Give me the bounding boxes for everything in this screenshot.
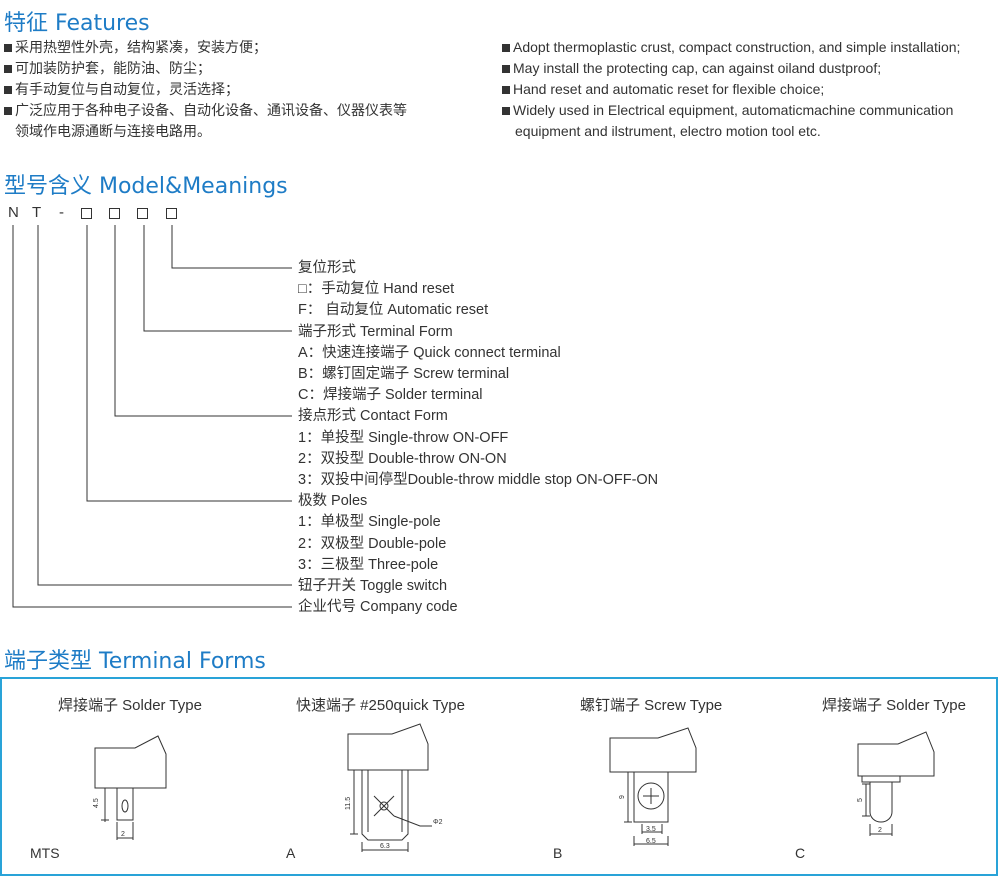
bullet-square-icon [502, 107, 510, 115]
meaning-item: 接点形式 Contact Form [298, 408, 448, 425]
terminal-label: 焊接端子 Solder Type [822, 697, 966, 714]
model-placeholder-box [109, 208, 120, 219]
bullet-square-icon [502, 86, 510, 94]
feature-cn-item: 可加装防护套，能防油、防尘； [4, 58, 407, 79]
meaning-item: 3：三极型 Three-pole [298, 556, 439, 573]
features-heading: 特征 Features [4, 11, 150, 36]
meaning-item: F： 自动复位 Automatic reset [298, 302, 489, 319]
bullet-square-icon [502, 65, 510, 73]
meaning-item: 2：双投型 Double-throw ON-ON [298, 450, 507, 467]
terminals-heading: 端子类型 Terminal Forms [4, 649, 266, 674]
bullet-square-icon [4, 107, 12, 115]
bullet-square-icon [4, 44, 12, 52]
terminal-code: MTS [30, 845, 60, 861]
model-code-letter: T [32, 204, 42, 221]
feature-en-item: Adopt thermoplastic crust, compact const… [502, 37, 960, 58]
model-placeholder-box [81, 208, 92, 219]
terminal-forms-panel [0, 677, 998, 876]
model-meanings-list: 复位形式 □：手动复位 Hand reset F： 自动复位 Automatic… [298, 258, 658, 618]
model-placeholder-box [137, 208, 148, 219]
model-heading: 型号含义 Model&Meanings [4, 174, 288, 199]
bullet-square-icon [4, 65, 12, 73]
feature-en-item: Widely used in Electrical equipment, aut… [502, 100, 960, 121]
meaning-item: □：手动复位 Hand reset [298, 281, 455, 298]
terminal-label: 螺钉端子 Screw Type [580, 697, 723, 714]
meaning-item: C：焊接端子 Solder terminal [298, 387, 483, 404]
model-code-dash: - [59, 204, 64, 221]
terminal-code: B [553, 845, 563, 861]
feature-en-item: Hand reset and automatic reset for flexi… [502, 79, 960, 100]
features-en-list: Adopt thermoplastic crust, compact const… [502, 37, 960, 142]
meaning-item: 极数 Poles [298, 493, 368, 510]
terminal-code: A [286, 845, 296, 861]
meaning-item: 复位形式 [298, 260, 356, 276]
meaning-item: 2：双极型 Double-pole [298, 535, 447, 552]
feature-cn-item: 有手动复位与自动复位，灵活选择； [4, 79, 407, 100]
model-placeholder-box [166, 208, 177, 219]
meaning-item: A：快速连接端子 Quick connect terminal [298, 344, 561, 361]
features-cn-list: 采用热塑性外壳，结构紧凑，安装方便； 可加装防护套，能防油、防尘； 有手动复位与… [4, 37, 407, 142]
meaning-item: B：螺钉固定端子 Screw terminal [298, 366, 510, 383]
meaning-item: 1：单极型 Single-pole [298, 514, 441, 531]
meaning-item: 端子形式 Terminal Form [298, 323, 453, 340]
terminal-label: 焊接端子 Solder Type [58, 697, 202, 714]
model-leader-lines [12, 225, 292, 608]
feature-cn-item: 采用热塑性外壳，结构紧凑，安装方便； [4, 37, 407, 58]
meaning-item: 1：单投型 Single-throw ON-OFF [298, 429, 509, 446]
feature-cn-item-cont: 领域作电源通断与连接电路用。 [15, 123, 211, 139]
feature-cn-item: 广泛应用于各种电子设备、自动化设备、通讯设备、仪器仪表等 [4, 100, 407, 121]
terminal-label: 快速端子 #250quick Type [296, 697, 465, 714]
feature-en-item: May install the protecting cap, can agai… [502, 58, 960, 79]
terminal-code: C [795, 845, 806, 861]
meaning-item: 钮子开关 Toggle switch [298, 578, 448, 595]
bullet-square-icon [502, 44, 510, 52]
model-code-letter: N [8, 204, 19, 221]
bullet-square-icon [4, 86, 12, 94]
meaning-item: 3：双投中间停型Double-throw middle stop ON-OFF-… [298, 472, 659, 489]
meaning-item: 企业代号 Company code [298, 599, 458, 616]
feature-en-item-cont: equipment and ilstrument, electro motion… [515, 123, 821, 139]
